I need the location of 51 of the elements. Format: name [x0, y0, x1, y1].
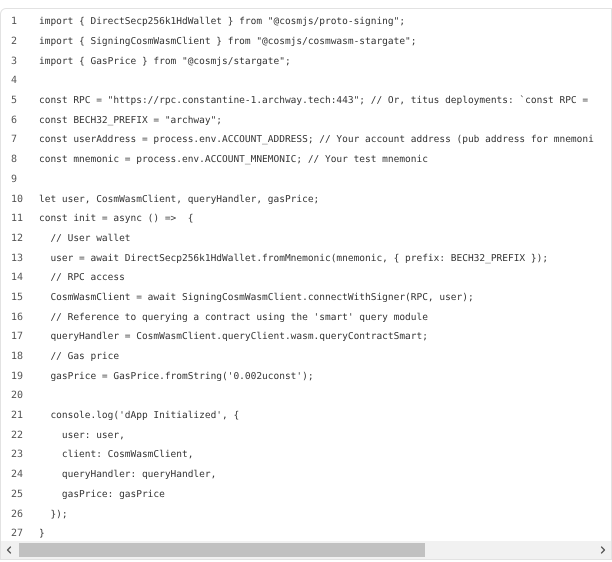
line-number: 8 [10, 154, 18, 166]
code-line: console.log('dApp Initialized', { [49, 410, 240, 422]
line-number: 4 [10, 75, 18, 86]
line-number: 7 [10, 134, 18, 146]
code-line: import { SigningCosmWasmClient } from "@cosmjs/cosmwasm-stargate"; [39, 36, 416, 48]
code-line: const userAddress = process.env.ACCOUNT_ADDRESS; // Your account address (pub address for mnemoni [39, 134, 594, 146]
code-line: gasPrice = GasPrice.fromString('0.002uconst'); [49, 370, 314, 382]
code-line: import { DirectSecp256k1HdWallet } from "@cosmjs/proto-signing"; [39, 16, 406, 28]
line-number: 11 [10, 213, 24, 224]
code-line: // Gas price [49, 351, 120, 362]
line-number: 24 [10, 469, 24, 480]
line-number: 21 [10, 410, 24, 422]
code-line: import { GasPrice } from "@cosmjs/stargate"; [39, 56, 291, 67]
code-line: client: CosmWasmClient, [60, 449, 194, 460]
code-line: // RPC access [49, 272, 125, 284]
code-line: user: user, [60, 430, 125, 441]
line-number: 19 [10, 370, 24, 382]
line-number: 13 [10, 252, 24, 264]
code-line: queryHandler = CosmWasmClient.queryClient.wasm.queryContractSmart; [49, 331, 428, 342]
line-number: 15 [10, 292, 24, 303]
line-number: 25 [10, 488, 24, 500]
code-line: // User wallet [49, 232, 131, 244]
line-number: 16 [10, 312, 24, 323]
code-line: // Reference to querying a contract using the 'smart' query module [49, 312, 428, 323]
line-number: 12 [10, 232, 24, 244]
line-number: 23 [10, 449, 24, 460]
line-number: 14 [10, 272, 24, 284]
line-number: 2 [10, 36, 18, 48]
code-line: const RPC = "https://rpc.constantine-1.archway.tech:443"; // Or, titus deployments: `const RPC = [39, 95, 588, 106]
line-number: 5 [10, 95, 18, 106]
line-number: 10 [10, 194, 24, 205]
line-number: 26 [10, 508, 24, 520]
code-line: gasPrice: gasPrice [60, 488, 165, 500]
code-line: user = await DirectSecp256k1HdWallet.fromMnemonic(mnemonic, { prefix: BECH32_PREFIX }); [49, 252, 548, 264]
code-line: }); [49, 508, 68, 520]
code-line: let user, CosmWasmClient, queryHandler, gasPrice; [39, 194, 320, 205]
line-number: 17 [10, 331, 24, 342]
code-line: const BECH32_PREFIX = "archway"; [39, 114, 222, 126]
line-number: 9 [10, 174, 18, 185]
line-number: 22 [10, 430, 24, 441]
code-line: CosmWasmClient = await SigningCosmWasmClient.connectWithSigner(RPC, user); [49, 292, 474, 303]
line-number: 3 [10, 56, 18, 67]
line-number: 27 [10, 528, 24, 540]
code-line: queryHandler: queryHandler, [60, 469, 216, 480]
code-line: const init = async () => { [39, 213, 194, 224]
line-number: 18 [10, 351, 24, 362]
line-number: 1 [10, 16, 18, 28]
line-number: 6 [10, 114, 18, 126]
code-line: const mnemonic = process.env.ACCOUNT_MNEMONIC; // Your test mnemonic [39, 154, 428, 166]
line-number: 20 [10, 390, 24, 402]
code-line: } [39, 528, 45, 540]
